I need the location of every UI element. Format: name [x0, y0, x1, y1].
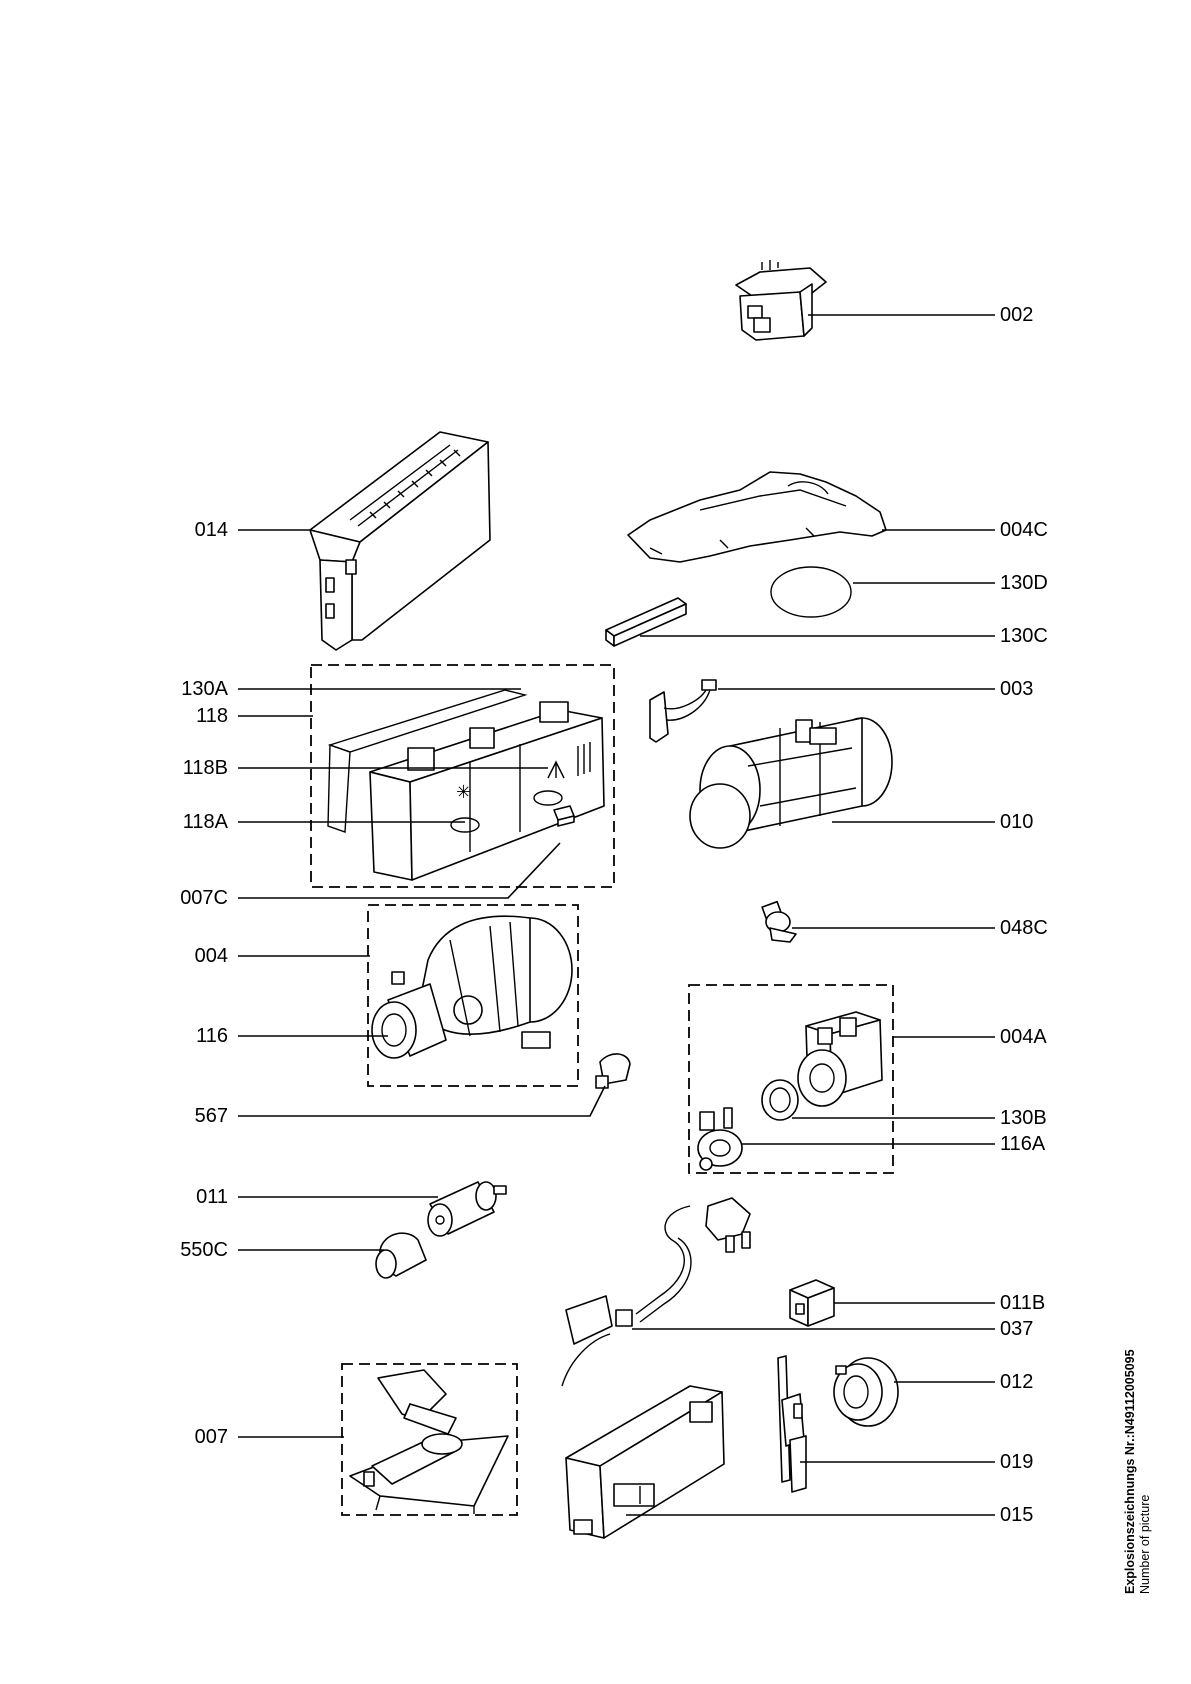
label-567: 567 — [194, 1105, 228, 1127]
leader-lines — [238, 314, 995, 1516]
part-130C-gasket-strip — [605, 597, 687, 647]
picture-number-caption: Explosionszeichnungs Nr.:N49112005095 Nu… — [1123, 1349, 1152, 1595]
label-007: 007 — [194, 1426, 228, 1448]
part-012-knob — [833, 1357, 899, 1427]
group-box-118 — [310, 664, 615, 888]
label-130D: 130D — [1000, 572, 1048, 594]
part-118-dispenser: ✳ — [327, 689, 605, 881]
label-011: 011 — [196, 1186, 228, 1208]
label-019: 019 — [1000, 1451, 1034, 1473]
part-004C-cover — [627, 471, 887, 563]
label-037: 037 — [1000, 1318, 1034, 1340]
label-550C: 550C — [180, 1239, 228, 1261]
label-014: 014 — [194, 519, 228, 541]
part-037-cable-harness — [561, 1197, 751, 1387]
label-004: 004 — [194, 945, 228, 967]
label-011B: 011B — [1000, 1292, 1046, 1314]
caption-subtitle: Number of picture — [1138, 1494, 1152, 1594]
part-004-pump — [371, 915, 573, 1059]
part-014-electronic-module — [309, 431, 491, 651]
label-004C: 004C — [1000, 519, 1048, 541]
label-003: 003 — [1000, 678, 1034, 700]
part-567-clip — [595, 1053, 631, 1089]
caption-title: Explosionszeichnungs Nr.:N49112005095 — [1123, 1349, 1137, 1594]
part-007C-latch — [553, 805, 575, 827]
label-130A: 130A — [181, 678, 228, 700]
label-007C: 007C — [180, 887, 228, 909]
label-010: 010 — [1000, 811, 1034, 833]
group-box-007 — [341, 1363, 518, 1516]
group-box-004 — [367, 904, 579, 1087]
part-130D-o-ring — [770, 566, 852, 618]
svg-text:✳: ✳ — [456, 782, 471, 803]
leader-007C — [238, 842, 561, 899]
label-002: 002 — [1000, 304, 1034, 326]
part-116A-outlet — [697, 1107, 743, 1171]
part-048C-sensor — [761, 900, 797, 943]
label-116A: 116A — [1000, 1133, 1046, 1155]
label-118B: 118B — [182, 757, 228, 779]
part-011B-relay — [789, 1279, 835, 1327]
label-118A: 118A — [182, 811, 228, 833]
leader-567 — [238, 1085, 606, 1117]
part-019-lever — [777, 1355, 807, 1493]
label-130C: 130C — [1000, 625, 1048, 647]
part-003-cable-sensor — [649, 679, 717, 743]
label-048C: 048C — [1000, 917, 1048, 939]
part-011-motor — [427, 1181, 507, 1237]
part-010-heater — [689, 717, 893, 849]
label-118: 118 — [196, 705, 228, 727]
part-015-housing — [565, 1385, 725, 1539]
label-130B: 130B — [1000, 1107, 1047, 1129]
label-116: 116 — [196, 1025, 228, 1047]
part-007-spray-arm — [349, 1369, 509, 1514]
group-box-004A — [688, 984, 894, 1174]
label-015: 015 — [1000, 1504, 1034, 1526]
part-004A-pump-assembly — [797, 1011, 883, 1107]
part-002-relay — [735, 260, 827, 341]
part-130B-seal — [761, 1079, 799, 1121]
label-012: 012 — [1000, 1371, 1034, 1393]
label-004A: 004A — [1000, 1026, 1047, 1048]
part-550C-cap — [375, 1232, 427, 1279]
